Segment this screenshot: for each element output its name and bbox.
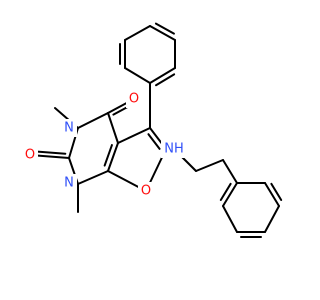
bond-bz-2-3 — [222, 205, 238, 233]
bond-c4a-c4 — [107, 112, 119, 144]
double-ph-4-5 — [154, 22, 175, 35]
bond-ca-cb — [195, 159, 224, 172]
bond-bz-1-2 — [222, 182, 238, 207]
bond-ph-4-5 — [149, 25, 176, 41]
o-furan-bg — [138, 182, 154, 200]
bond-n1-c7a — [77, 170, 109, 185]
bond-c7a-c4a — [107, 142, 119, 172]
atom-label-layer: O O O N N NH — [22, 90, 187, 200]
double-c7a-c4a — [103, 144, 113, 167]
bond-bz-5-6 — [264, 182, 280, 207]
n1-bg — [61, 174, 77, 192]
double-bz-1-2 — [219, 182, 232, 201]
o-carbonyl-top-bg — [126, 90, 142, 108]
oxygen-carbonyl-left: O — [25, 148, 35, 163]
nitrogen-n3: N — [64, 121, 74, 136]
o-carbonyl-left-bg — [22, 146, 38, 164]
bond-ph-1-2 — [124, 67, 151, 84]
bond-cb-benzyl — [222, 159, 238, 184]
nitrogen-n1: N — [64, 176, 74, 191]
bond-c5-c4a — [117, 127, 151, 144]
double-ph-6-1 — [155, 73, 176, 87]
double-bz-5-6 — [270, 182, 283, 201]
double-c6-c5 — [147, 133, 161, 150]
nh-bg — [161, 140, 187, 158]
bond-c4-n3 — [77, 112, 109, 129]
structure-diagram: O O O N N NH — [22, 22, 283, 238]
n3-bg — [61, 119, 77, 137]
double-c2-o2 — [33, 150, 67, 155]
oxygen-furan: O — [141, 184, 151, 199]
bond-bz-4-5 — [264, 205, 280, 233]
amine-nh: NH — [164, 142, 184, 157]
bond-ph-3-4 — [124, 25, 151, 41]
bond-ph-6-1 — [149, 67, 176, 84]
oxygen-carbonyl-top: O — [129, 92, 139, 107]
molecule-canvas: O O O N N NH — [22, 22, 283, 238]
